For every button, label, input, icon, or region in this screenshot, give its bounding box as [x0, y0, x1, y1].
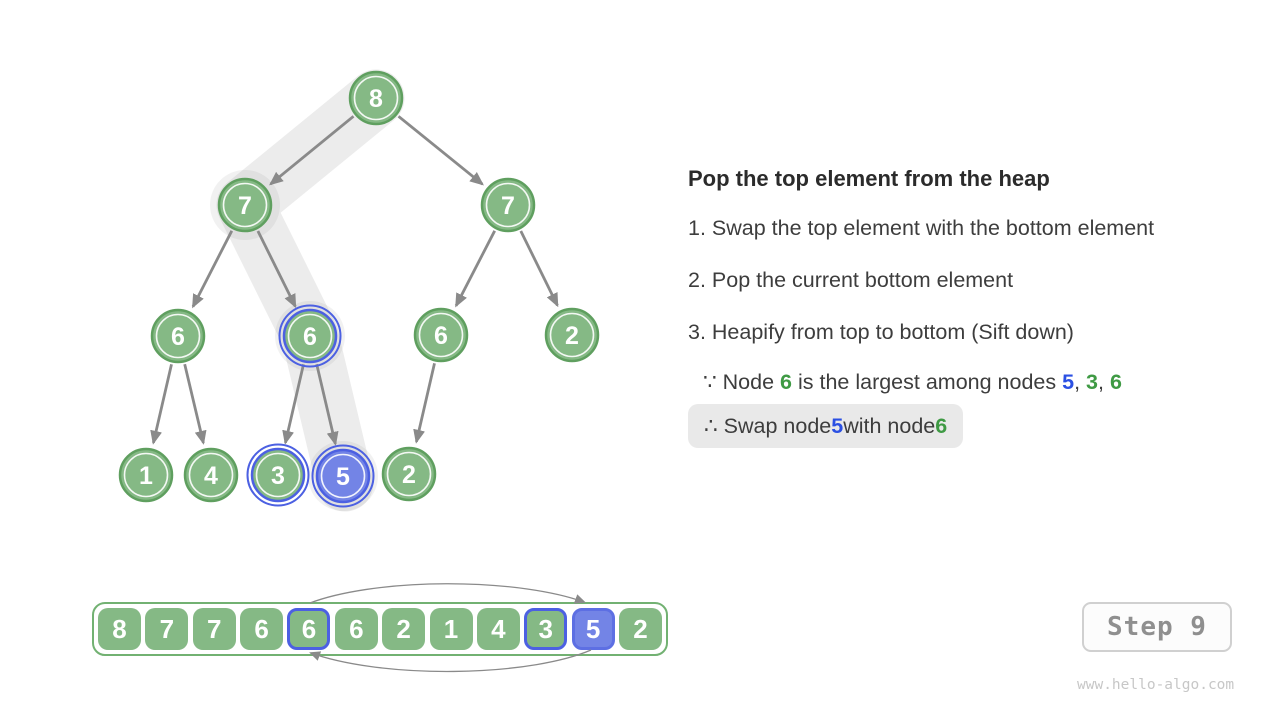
array-cell: 4 — [476, 608, 520, 650]
tree-node-value: 1 — [139, 462, 153, 490]
array-cell: 2 — [382, 608, 426, 650]
text-fragment: ∴ Swap node — [704, 413, 832, 438]
swap-arc-top — [309, 583, 586, 604]
array-cell: 6 — [334, 608, 378, 650]
array-cell: 7 — [192, 608, 236, 650]
tree-edge — [454, 230, 496, 308]
node-ref-6: 6 — [1109, 370, 1122, 394]
tree-node-value: 3 — [271, 462, 285, 490]
array-cell: 5 — [571, 608, 615, 650]
tree-node-4: 4 — [183, 447, 239, 503]
array-cell: 7 — [145, 608, 189, 650]
panel-title: Pop the top element from the heap — [688, 166, 1050, 191]
node-ref-3: 3 — [1086, 370, 1098, 394]
tree-edge — [191, 230, 234, 309]
tree-node-6: 6 — [150, 308, 206, 364]
tree-edge — [183, 363, 207, 445]
step-3-text: 3. Heapify from top to bottom (Sift down… — [688, 320, 1074, 344]
heap-tree: 8 7 7 6 6 6 2 1 4 3 5 2 — [118, 69, 600, 512]
watermark: www.hello-algo.com — [1077, 677, 1235, 693]
array-cell: 2 — [618, 608, 662, 650]
text-fragment: with node — [843, 413, 936, 438]
tree-node-value: 4 — [204, 462, 218, 490]
tree-node-value: 6 — [303, 323, 317, 351]
array-cell: 6 — [287, 608, 331, 650]
tree-node-value: 2 — [565, 322, 579, 350]
node-ref-5: 5 — [831, 413, 844, 438]
step-2-text: 2. Pop the current bottom element — [688, 268, 1014, 292]
tree-node-3: 3 — [246, 443, 310, 507]
sift-path-highlight — [216, 69, 405, 512]
node-ref-6: 6 — [780, 370, 792, 394]
tree-node-7: 7 — [217, 177, 273, 233]
tree-edge — [413, 362, 436, 444]
tree-node-value: 7 — [501, 192, 515, 220]
node-ref-5: 5 — [1062, 370, 1075, 394]
step-badge: Step 9 — [1082, 602, 1232, 652]
tree-edge — [256, 230, 297, 309]
tree-node-2: 2 — [544, 307, 600, 363]
tree-edge — [282, 363, 305, 445]
array-cell: 3 — [524, 608, 568, 650]
tree-edge — [519, 230, 559, 308]
array-cell: 8 — [98, 608, 141, 650]
tree-node-2: 2 — [381, 446, 437, 502]
tree-edge — [315, 363, 339, 446]
tree-node-value: 6 — [434, 322, 448, 350]
tree-edge — [397, 115, 484, 186]
text-fragment: , — [1098, 370, 1110, 394]
tree-node-5: 5 — [311, 444, 375, 508]
because-line: ∵ Node 6 is the largest among nodes 5, 3… — [703, 370, 1122, 395]
tree-node-7: 7 — [480, 177, 536, 233]
tree-edge — [150, 363, 173, 445]
therefore-line: ∴ Swap node 5 with node 6 — [688, 404, 964, 448]
text-fragment: is the largest among nodes — [792, 370, 1063, 394]
tree-node-1: 1 — [118, 447, 174, 503]
tree-node-6: 6 — [278, 304, 342, 368]
array-cell: 6 — [240, 608, 284, 650]
step-1-text: 1. Swap the top element with the bottom … — [688, 216, 1155, 240]
array-cell: 1 — [429, 608, 473, 650]
text-fragment: , — [1074, 370, 1087, 394]
tree-node-value: 8 — [369, 85, 383, 113]
tree-node-6: 6 — [413, 307, 469, 363]
tree-edge — [269, 115, 355, 186]
tree-node-value: 5 — [336, 463, 350, 491]
node-ref-6: 6 — [935, 413, 948, 438]
tree-node-value: 2 — [402, 461, 416, 489]
tree-node-value: 6 — [171, 323, 185, 351]
tree-node-8: 8 — [348, 70, 404, 126]
tree-node-value: 7 — [238, 192, 252, 220]
text-fragment: ∵ Node — [703, 370, 781, 394]
